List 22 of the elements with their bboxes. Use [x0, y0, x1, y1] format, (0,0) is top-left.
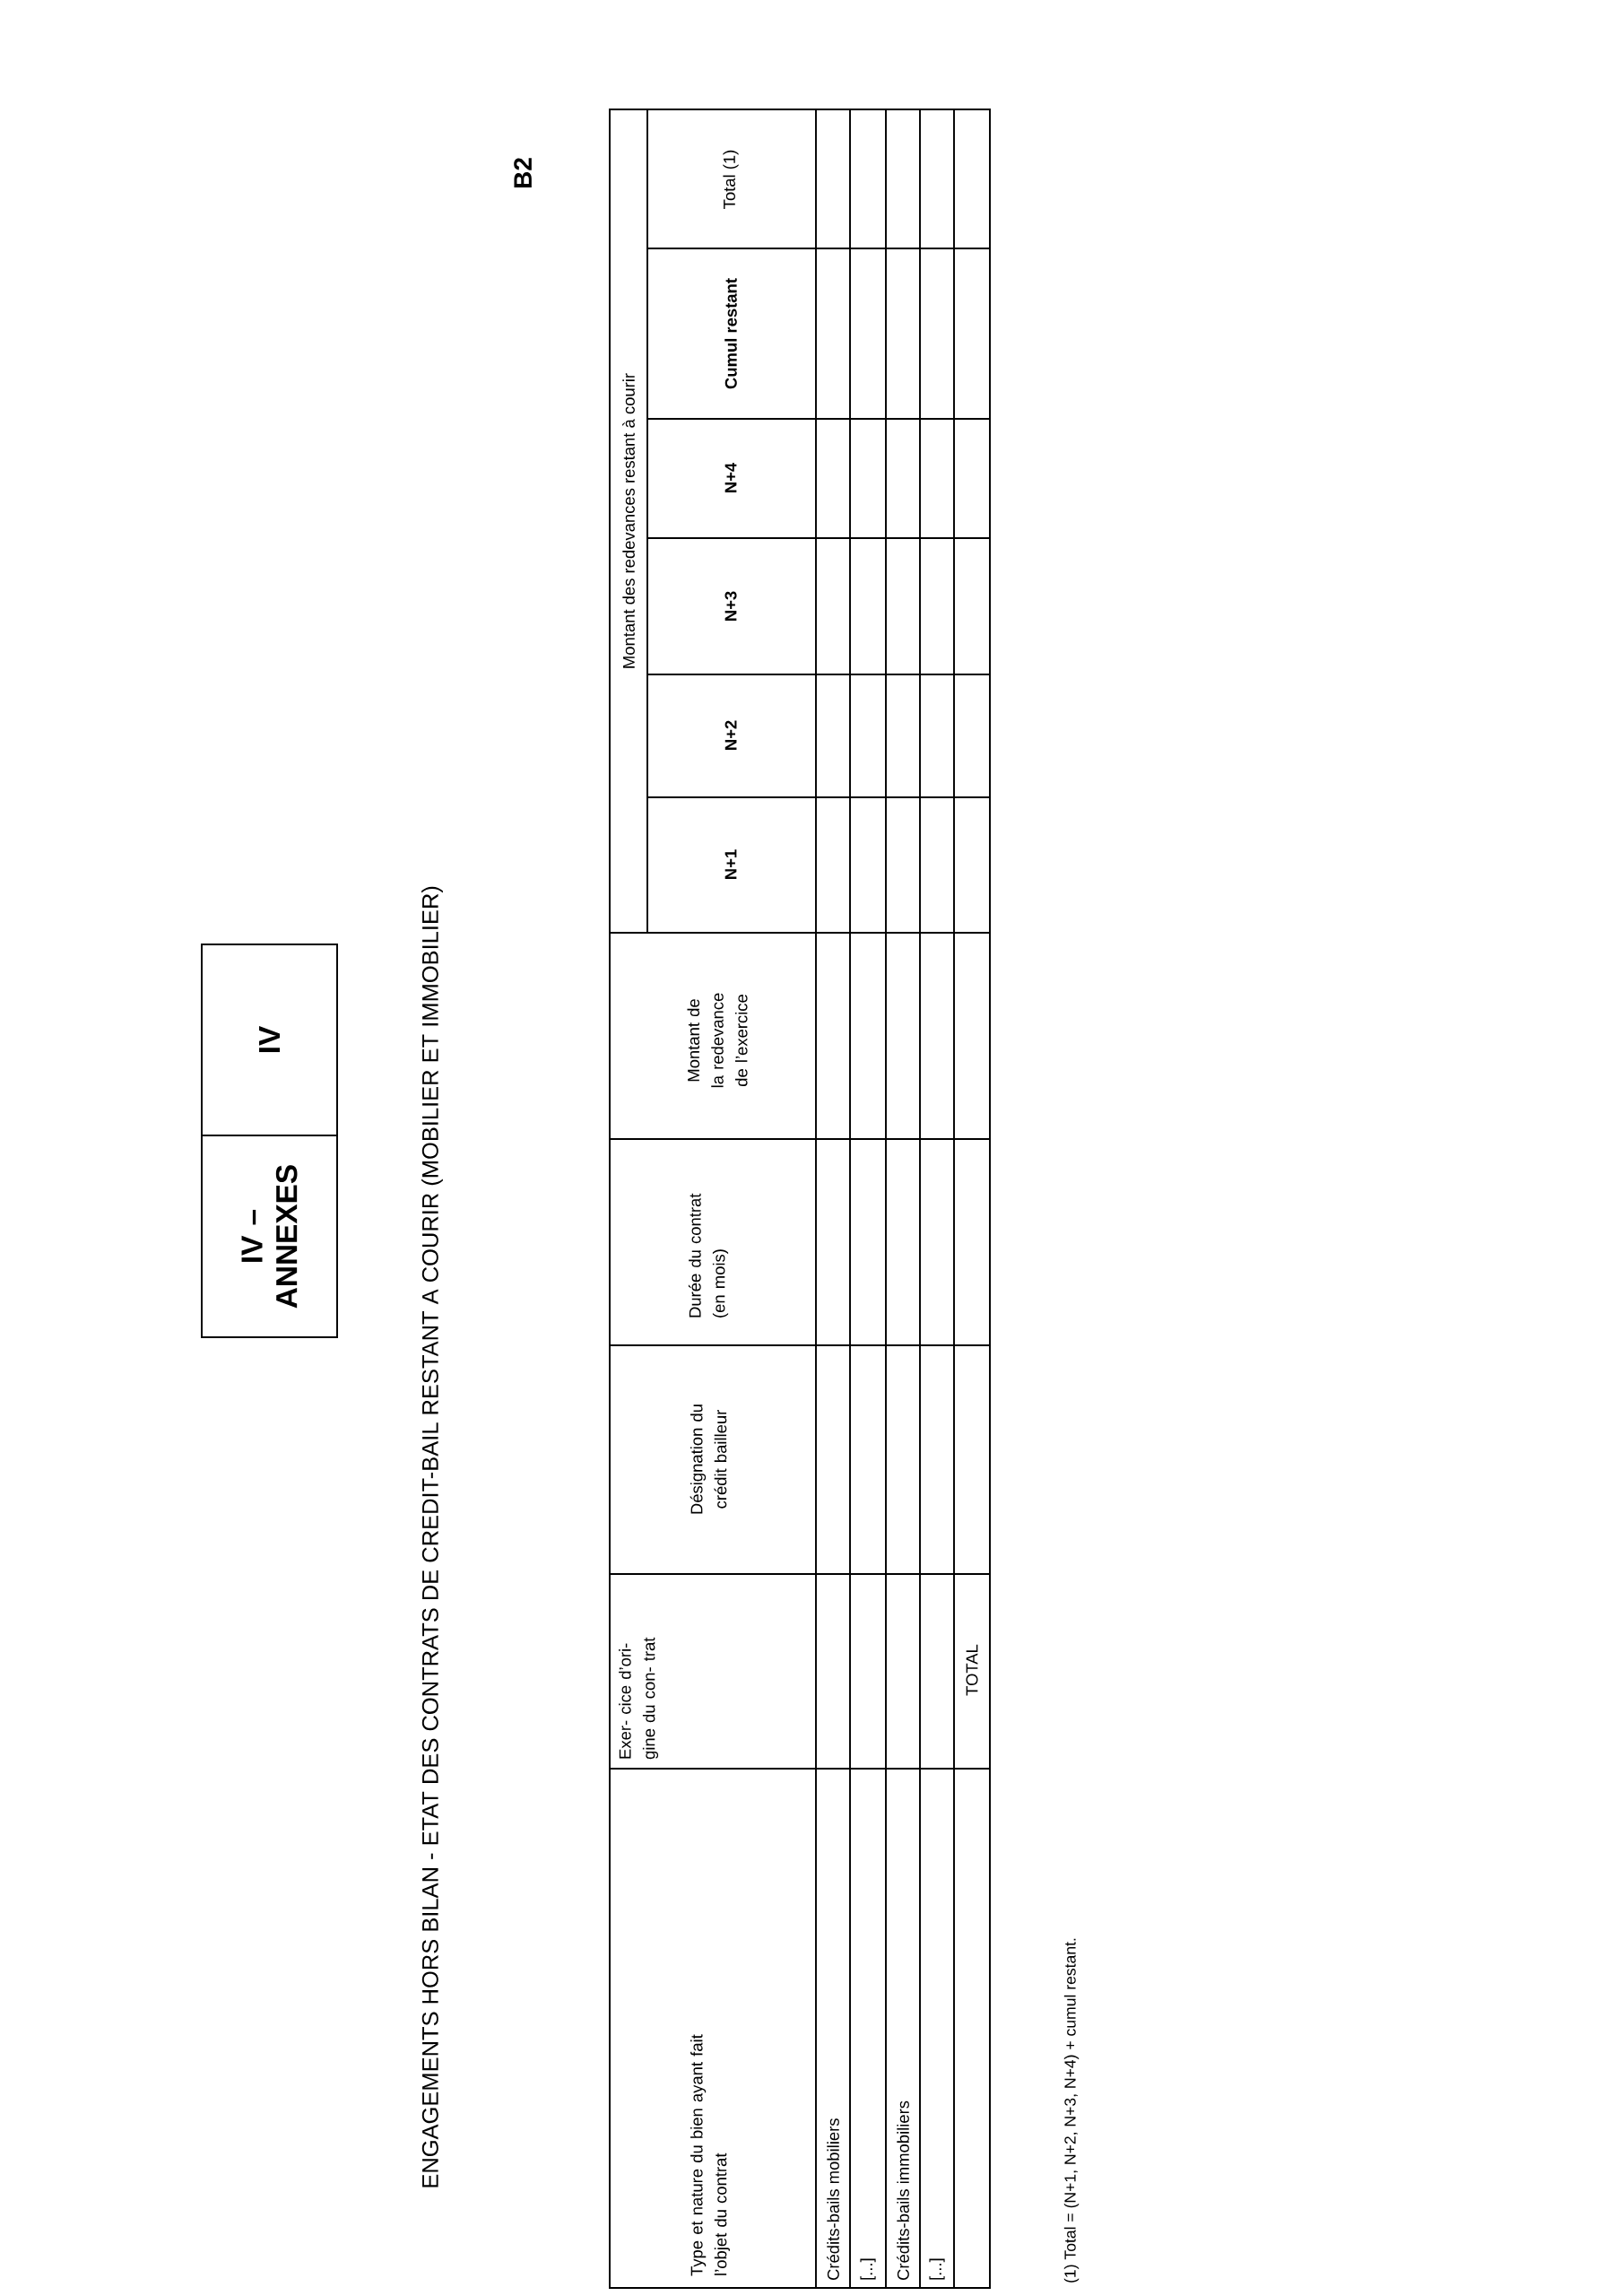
total-label: TOTAL	[966, 1644, 978, 1696]
row-label: [...]	[929, 2258, 945, 2280]
column-header: Type et nature du bien ayant fait l’objet du contrat	[690, 2034, 730, 2276]
column-header: N+2	[724, 720, 737, 750]
column-header: N+4	[724, 462, 737, 492]
column-header: N+1	[724, 849, 737, 879]
group-header: Montant des redevances restant à courir	[622, 373, 635, 668]
row-label: Crédits-bails immobiliers	[897, 2100, 909, 2280]
footnote: (1) Total = (N+1, N+2, N+3, N+4) + cumul restant.	[1063, 1938, 1080, 2283]
column-header: Exer- cice d’ori- gine du con- trat	[619, 1637, 659, 1760]
column-header: Désignation du crédit bailleur	[690, 1405, 727, 1514]
column-header: Total (1)	[723, 150, 739, 209]
section-box: IV	[201, 944, 338, 1136]
page-code: B2	[514, 158, 532, 188]
section-box: IV – ANNEXES	[201, 1135, 338, 1338]
page-title: ENGAGEMENTS HORS BILAN - ETAT DES CONTRATS DE CREDIT-BAIL RESTANT A COURIR (MOBILIER ET IMMOBILIER)	[421, 886, 443, 2187]
row-label: [...]	[860, 2258, 876, 2280]
row-label: Crédits-bails mobiliers	[827, 2118, 839, 2280]
column-header: N+3	[724, 591, 737, 621]
column-header: Durée du contrat (en mois)	[688, 1193, 729, 1318]
column-header: Cumul restant	[724, 278, 737, 389]
column-header: Montant de la redevance de l’exercice	[687, 993, 748, 1088]
